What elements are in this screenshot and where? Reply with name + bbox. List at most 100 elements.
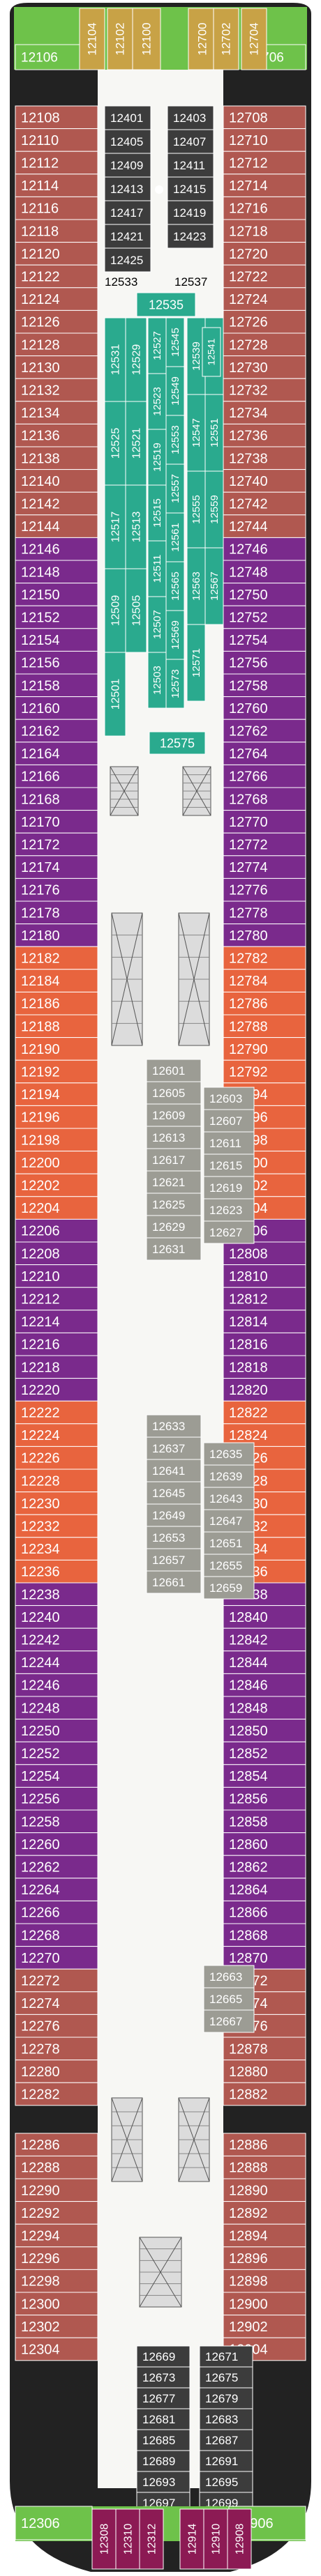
cabin-12421[interactable]: 12421 [104, 224, 151, 249]
cabin-12736[interactable]: 12736 [223, 423, 306, 447]
cabin-12748[interactable]: 12748 [223, 560, 306, 584]
cabin-12673[interactable]: 12673 [136, 2366, 191, 2389]
cabin-12248[interactable]: 12248 [15, 1696, 98, 1720]
cabin-12702[interactable]: 12702 [213, 8, 239, 70]
cabin-12100[interactable]: 12100 [132, 8, 161, 70]
cabin-12840[interactable]: 12840 [223, 1605, 306, 1629]
cabin-12669[interactable]: 12669 [136, 2345, 191, 2368]
cabin-12196[interactable]: 12196 [15, 1105, 98, 1129]
cabin-12710[interactable]: 12710 [223, 128, 306, 152]
cabin-12563[interactable]: 12563 [186, 547, 206, 625]
cabin-12559[interactable]: 12559 [204, 470, 224, 549]
cabin-12772[interactable]: 12772 [223, 832, 306, 857]
cabin-12535[interactable]: 12535 [136, 292, 196, 317]
cabin-12617[interactable]: 12617 [146, 1148, 202, 1172]
cabin-12212[interactable]: 12212 [15, 1287, 98, 1311]
cabin-12645[interactable]: 12645 [146, 1481, 202, 1505]
cabin-12407[interactable]: 12407 [167, 129, 214, 154]
cabin-12561[interactable]: 12561 [165, 512, 185, 562]
cabin-12860[interactable]: 12860 [223, 1832, 306, 1856]
cabin-12846[interactable]: 12846 [223, 1673, 306, 1697]
cabin-12866[interactable]: 12866 [223, 1900, 306, 1924]
cabin-12788[interactable]: 12788 [223, 1014, 306, 1038]
cabin-12122[interactable]: 12122 [15, 264, 98, 289]
cabin-12234[interactable]: 12234 [15, 1537, 98, 1561]
cabin-12822[interactable]: 12822 [223, 1400, 306, 1425]
cabin-12700[interactable]: 12700 [188, 8, 217, 70]
cabin-12758[interactable]: 12758 [223, 673, 306, 698]
cabin-12140[interactable]: 12140 [15, 469, 98, 493]
cabin-12896[interactable]: 12896 [223, 2246, 306, 2270]
cabin-12629[interactable]: 12629 [146, 1215, 202, 1239]
cabin-12774[interactable]: 12774 [223, 855, 306, 879]
cabin-12882[interactable]: 12882 [223, 2082, 306, 2106]
cabin-12776[interactable]: 12776 [223, 877, 306, 902]
cabin-12214[interactable]: 12214 [15, 1310, 98, 1333]
cabin-12687[interactable]: 12687 [199, 2429, 253, 2451]
cabin-12677[interactable]: 12677 [136, 2387, 191, 2409]
cabin-12296[interactable]: 12296 [15, 2246, 98, 2270]
cabin-12415[interactable]: 12415 [167, 176, 214, 201]
cabin-12124[interactable]: 12124 [15, 287, 98, 311]
cabin-12523[interactable]: 12523 [147, 373, 167, 430]
cabin-12756[interactable]: 12756 [223, 650, 306, 675]
cabin-12627[interactable]: 12627 [203, 1220, 255, 1244]
cabin-12511[interactable]: 12511 [147, 540, 167, 597]
cabin-12856[interactable]: 12856 [223, 1786, 306, 1811]
cabin-12210[interactable]: 12210 [15, 1264, 98, 1288]
cabin-12657[interactable]: 12657 [146, 1548, 202, 1572]
cabin-12112[interactable]: 12112 [15, 151, 98, 175]
cabin-12810[interactable]: 12810 [223, 1264, 306, 1288]
cabin-12156[interactable]: 12156 [15, 650, 98, 675]
cabin-12740[interactable]: 12740 [223, 469, 306, 493]
cabin-12691[interactable]: 12691 [199, 2450, 253, 2472]
cabin-12695[interactable]: 12695 [199, 2471, 253, 2493]
cabin-12192[interactable]: 12192 [15, 1059, 98, 1084]
cabin-12266[interactable]: 12266 [15, 1900, 98, 1924]
cabin-12254[interactable]: 12254 [15, 1764, 98, 1788]
cabin-12716[interactable]: 12716 [223, 196, 306, 220]
cabin-12531[interactable]: 12531 [104, 317, 126, 402]
cabin-12160[interactable]: 12160 [15, 696, 98, 720]
cabin-12621[interactable]: 12621 [146, 1170, 202, 1194]
cabin-12868[interactable]: 12868 [223, 1923, 306, 1947]
cabin-12204[interactable]: 12204 [15, 1196, 98, 1220]
cabin-12102[interactable]: 12102 [107, 8, 133, 70]
cabin-12128[interactable]: 12128 [15, 332, 98, 357]
cabin-12114[interactable]: 12114 [15, 174, 98, 197]
cabin-12784[interactable]: 12784 [223, 969, 306, 992]
cabin-12146[interactable]: 12146 [15, 537, 98, 561]
cabin-12704[interactable]: 12704 [241, 8, 267, 70]
cabin-12663[interactable]: 12663 [203, 1965, 255, 1988]
cabin-12292[interactable]: 12292 [15, 2201, 98, 2225]
cabin-12565[interactable]: 12565 [165, 561, 185, 611]
cabin-12409[interactable]: 12409 [104, 153, 151, 178]
cabin-12274[interactable]: 12274 [15, 1991, 98, 2015]
cabin-12683[interactable]: 12683 [199, 2408, 253, 2430]
cabin-12894[interactable]: 12894 [223, 2223, 306, 2248]
cabin-12890[interactable]: 12890 [223, 2178, 306, 2202]
cabin-12824[interactable]: 12824 [223, 1423, 306, 1447]
cabin-12750[interactable]: 12750 [223, 583, 306, 606]
cabin-12649[interactable]: 12649 [146, 1503, 202, 1527]
cabin-12744[interactable]: 12744 [223, 514, 306, 538]
cabin-12166[interactable]: 12166 [15, 764, 98, 788]
cabin-12300[interactable]: 12300 [15, 2292, 98, 2316]
cabin-12880[interactable]: 12880 [223, 2060, 306, 2083]
cabin-12278[interactable]: 12278 [15, 2037, 98, 2061]
cabin-12655[interactable]: 12655 [203, 1554, 255, 1577]
cabin-12852[interactable]: 12852 [223, 1741, 306, 1765]
cabin-12200[interactable]: 12200 [15, 1151, 98, 1174]
cabin-12413[interactable]: 12413 [104, 176, 151, 201]
cabin-12647[interactable]: 12647 [203, 1509, 255, 1533]
cabin-12186[interactable]: 12186 [15, 991, 98, 1015]
cabin-12144[interactable]: 12144 [15, 514, 98, 538]
cabin-12609[interactable]: 12609 [146, 1103, 202, 1127]
cabin-12154[interactable]: 12154 [15, 628, 98, 652]
cabin-12272[interactable]: 12272 [15, 1968, 98, 1993]
cabin-12718[interactable]: 12718 [223, 219, 306, 243]
cabin-12902[interactable]: 12902 [223, 2315, 306, 2338]
cabin-12501[interactable]: 12501 [104, 652, 126, 737]
cabin-12816[interactable]: 12816 [223, 1332, 306, 1356]
cabin-12545[interactable]: 12545 [165, 317, 185, 367]
